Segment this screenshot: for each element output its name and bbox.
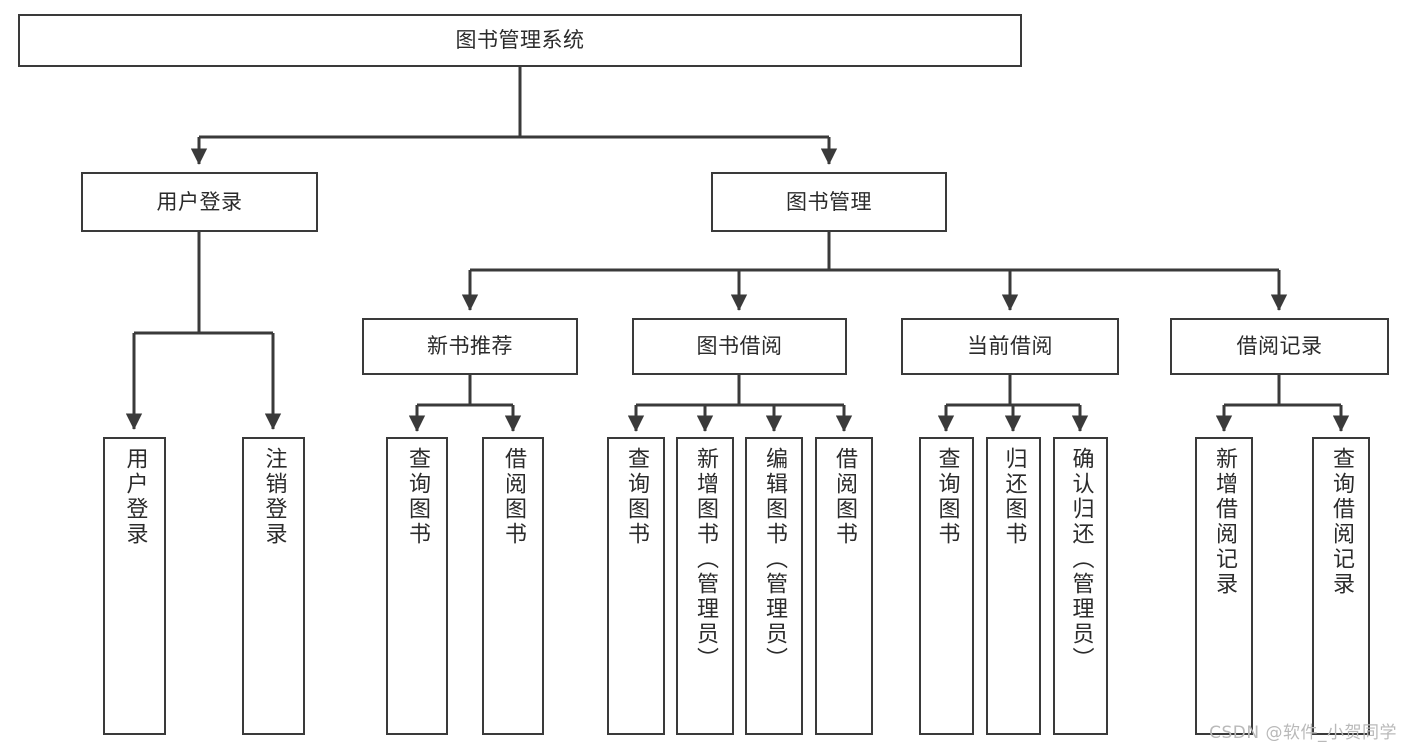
node-current-borrow-label: 当前借阅 [967,334,1053,359]
node-leaf-add-borrow-record[interactable]: 新增借阅记录 [1195,437,1253,735]
node-book-management[interactable]: 图书管理 [711,172,947,232]
node-user-login[interactable]: 用户登录 [81,172,318,232]
node-book-borrow[interactable]: 图书借阅 [632,318,847,375]
node-leaf-add-book-admin-label: 新增图书（管理员） [693,447,718,672]
node-leaf-edit-book-admin[interactable]: 编辑图书（管理员） [745,437,803,735]
node-root-system-label: 图书管理系统 [455,28,585,53]
node-leaf-borrow-book-label: 借阅图书 [832,447,857,547]
node-leaf-user-login[interactable]: 用户登录 [103,437,166,735]
node-user-login-label: 用户登录 [156,189,243,214]
node-leaf-query-book-borrow[interactable]: 查询图书 [607,437,665,735]
node-new-book-recommend[interactable]: 新书推荐 [362,318,578,375]
node-leaf-user-login-label: 用户登录 [122,447,148,547]
node-leaf-return-book-label: 归还图书 [1001,447,1027,547]
node-leaf-borrow-book-recommend[interactable]: 借阅图书 [482,437,544,735]
node-leaf-query-book-recommend[interactable]: 查询图书 [386,437,448,735]
node-leaf-edit-book-admin-label: 编辑图书（管理员） [762,447,787,672]
watermark: CSDN @软件_小贺同学 [1209,723,1397,743]
node-leaf-add-borrow-record-label: 新增借阅记录 [1212,447,1237,597]
node-book-management-label: 图书管理 [786,189,872,214]
node-leaf-logout-label: 注销登录 [261,447,287,547]
node-new-book-recommend-label: 新书推荐 [427,334,513,359]
node-leaf-add-book-admin[interactable]: 新增图书（管理员） [676,437,734,735]
node-borrow-record[interactable]: 借阅记录 [1170,318,1389,375]
node-leaf-confirm-return-admin-label: 确认归还（管理员） [1068,447,1094,672]
node-root-system[interactable]: 图书管理系统 [18,14,1022,67]
node-leaf-logout[interactable]: 注销登录 [242,437,305,735]
node-leaf-query-borrow-record-label: 查询借阅记录 [1329,447,1354,597]
node-leaf-query-book-current-label: 查询图书 [934,447,960,547]
node-leaf-query-book-recommend-label: 查询图书 [405,447,430,547]
node-current-borrow[interactable]: 当前借阅 [901,318,1119,375]
node-leaf-query-borrow-record[interactable]: 查询借阅记录 [1312,437,1370,735]
node-leaf-borrow-book-recommend-label: 借阅图书 [501,447,526,547]
node-leaf-borrow-book[interactable]: 借阅图书 [815,437,873,735]
node-leaf-query-book-current[interactable]: 查询图书 [919,437,974,735]
node-leaf-query-book-borrow-label: 查询图书 [624,447,649,547]
node-leaf-return-book[interactable]: 归还图书 [986,437,1041,735]
node-leaf-confirm-return-admin[interactable]: 确认归还（管理员） [1053,437,1108,735]
node-borrow-record-label: 借阅记录 [1236,334,1323,359]
node-book-borrow-label: 图书借阅 [696,334,783,359]
